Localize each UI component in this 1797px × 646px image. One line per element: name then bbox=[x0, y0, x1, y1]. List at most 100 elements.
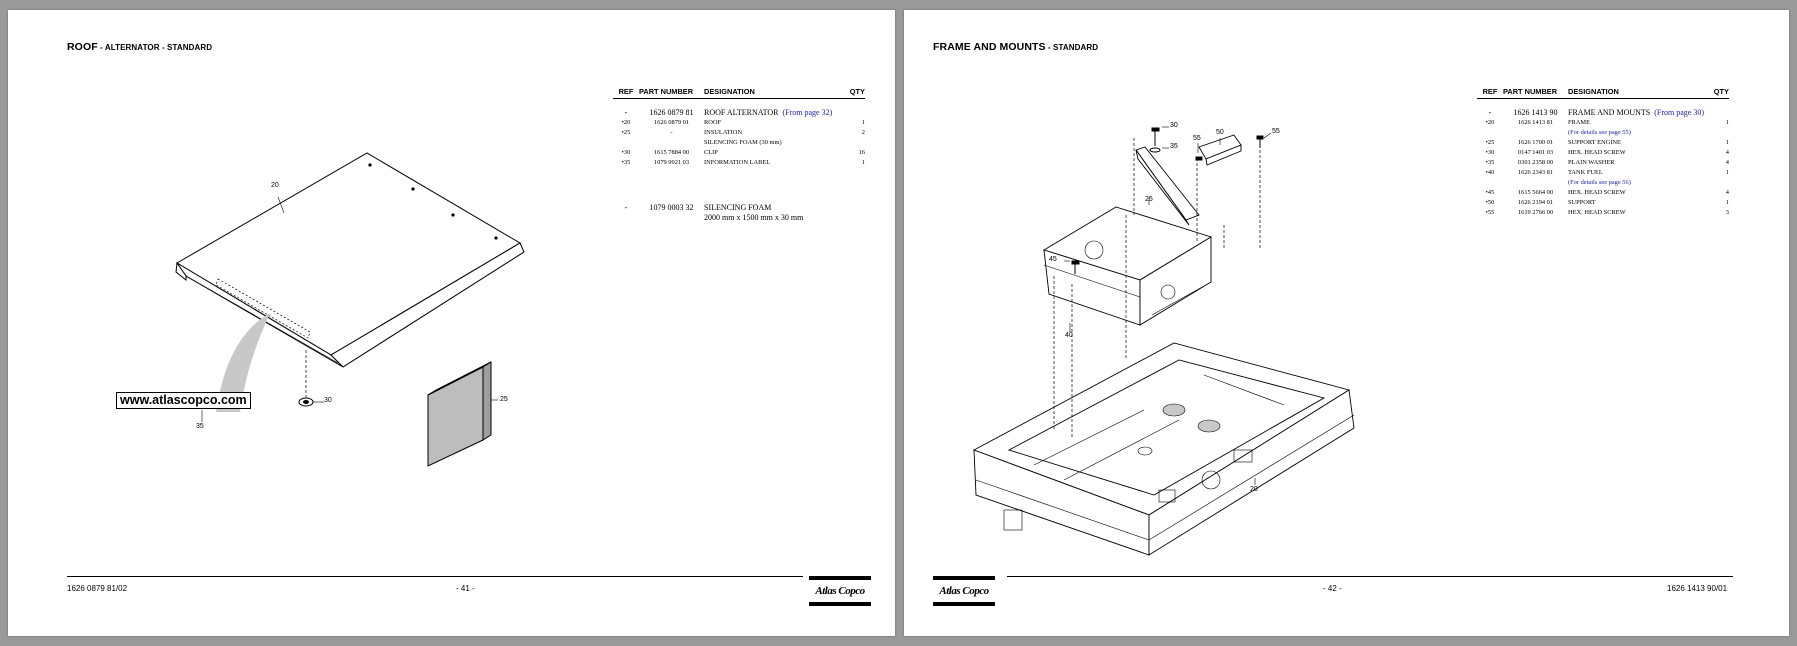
logo-text: Atlas Copco bbox=[815, 585, 865, 597]
header-ref: REF bbox=[1482, 87, 1498, 96]
callout-40: 40 bbox=[1065, 332, 1073, 339]
frame-exploded-diagram bbox=[904, 10, 1789, 636]
cell-designation: ROOF bbox=[704, 118, 843, 128]
callout-35: 35 bbox=[196, 423, 204, 430]
cell-ref: - bbox=[1477, 108, 1503, 118]
header-designation: DESIGNATION bbox=[704, 87, 755, 96]
page-title: FRAME AND MOUNTS - STANDARD bbox=[933, 41, 1098, 53]
cell-part-number: 1626 2343 81 bbox=[1503, 168, 1568, 178]
cell-designation-text: TANK FUEL bbox=[1568, 169, 1603, 176]
callout-35: 35 bbox=[1170, 143, 1178, 150]
cell-part-number: 1626 0879 81 bbox=[639, 108, 704, 118]
cell-designation-text: FRAME AND MOUNTS bbox=[1568, 108, 1651, 117]
cell-ref-text: •25 bbox=[621, 129, 631, 136]
cell-part-number-text: 1079 0003 32 bbox=[649, 203, 694, 212]
callout-55-a: 55 bbox=[1193, 135, 1201, 142]
header-part-number: PART NUMBER bbox=[639, 87, 694, 96]
cell-part-number-text: 1626 0879 81 bbox=[649, 108, 694, 117]
cell-designation-text: SILENCING FOAM bbox=[704, 203, 772, 212]
atlas-copco-logo: Atlas Copco bbox=[933, 576, 995, 607]
cell-qty-text: 1 bbox=[861, 119, 865, 126]
cell-ref: •55 bbox=[1477, 208, 1503, 218]
cell-ref-text: •40 bbox=[1485, 169, 1495, 176]
cell-qty: 4 bbox=[1707, 188, 1729, 198]
table-row: (For details see page 55) bbox=[1477, 128, 1729, 138]
page-reference-link[interactable]: (From page 30) bbox=[1654, 108, 1704, 117]
cell-designation: 2000 mm x 1500 mm x 30 mm bbox=[704, 213, 843, 223]
cell-qty: 2 bbox=[843, 128, 865, 138]
cell-ref: - bbox=[613, 108, 639, 118]
cell-ref: •45 bbox=[1477, 188, 1503, 198]
cell-ref bbox=[1477, 128, 1503, 138]
table-row: •25 - INSULATION 2 bbox=[613, 128, 865, 138]
cell-ref: •20 bbox=[1477, 118, 1503, 128]
callout-55-b: 55 bbox=[1272, 128, 1280, 135]
cell-part-number bbox=[1503, 178, 1568, 188]
cell-designation: SUPPORT ENGINE bbox=[1568, 138, 1707, 148]
cell-qty: 1 bbox=[1707, 168, 1729, 178]
cell-part-number-text: 0147 1401 03 bbox=[1517, 149, 1554, 156]
cell-part-number: 1626 0879 01 bbox=[639, 118, 704, 128]
cell-qty: 3 bbox=[1707, 208, 1729, 218]
cell-qty-text: 4 bbox=[1725, 189, 1729, 196]
cell-part-number: 1079 9921 03 bbox=[639, 158, 704, 168]
cell-part-number bbox=[639, 213, 704, 223]
catalog-page-42: FRAME AND MOUNTS - STANDARD bbox=[904, 10, 1789, 636]
cell-ref-text: - bbox=[624, 203, 628, 212]
cell-ref bbox=[613, 138, 639, 148]
cell-designation-text: FRAME bbox=[1568, 119, 1591, 126]
callout-20: 20 bbox=[271, 182, 279, 189]
callout-25: 25 bbox=[500, 396, 508, 403]
cell-part-number: 1615 5664 00 bbox=[1503, 188, 1568, 198]
cell-designation: (For details see page 56) bbox=[1568, 178, 1707, 188]
cell-ref: •40 bbox=[1477, 168, 1503, 178]
cell-designation: INSULATION bbox=[704, 128, 843, 138]
cell-ref: •25 bbox=[613, 128, 639, 138]
cell-part-number: 1079 0003 32 bbox=[639, 203, 704, 213]
cell-designation-text: PLAIN WASHER bbox=[1568, 159, 1615, 166]
cell-qty: 1 bbox=[843, 118, 865, 128]
page-reference-link[interactable]: (From page 32) bbox=[782, 108, 833, 117]
callout-30: 30 bbox=[324, 397, 332, 404]
cell-part-number-text: 1626 1413 90 bbox=[1513, 108, 1558, 117]
cell-ref-text: •30 bbox=[1485, 149, 1495, 156]
cell-designation-text: INSULATION bbox=[704, 129, 742, 136]
cell-ref-text: •50 bbox=[1485, 199, 1495, 206]
title-main: ROOF bbox=[67, 41, 98, 53]
cell-part-number-text: 1619 2766 00 bbox=[1517, 209, 1554, 216]
website-label: www.atlascopco.com bbox=[116, 392, 251, 409]
cell-ref: •20 bbox=[613, 118, 639, 128]
cell-ref-text: •20 bbox=[1485, 119, 1495, 126]
cell-part-number-text: 1626 2343 81 bbox=[1517, 169, 1554, 176]
cell-qty bbox=[843, 213, 865, 223]
cell-part-number: 1626 1413 81 bbox=[1503, 118, 1568, 128]
row-spacer bbox=[613, 168, 865, 203]
cell-ref-text: •25 bbox=[1485, 139, 1495, 146]
cell-designation-text: (For details see page 55) bbox=[1568, 129, 1631, 136]
table-row: (For details see page 56) bbox=[1477, 178, 1729, 188]
cell-part-number: 1626 1413 90 bbox=[1503, 108, 1568, 118]
cell-qty-text: 1 bbox=[1725, 169, 1729, 176]
cell-designation: FRAME AND MOUNTS(From page 30) bbox=[1568, 108, 1707, 118]
document-number: 1626 0879 81/02 bbox=[67, 584, 128, 593]
cell-ref-text: - bbox=[624, 108, 628, 117]
cell-designation: CLIP bbox=[704, 148, 843, 158]
parts-header: REF PART NUMBER DESIGNATION QTY bbox=[1477, 87, 1729, 99]
footer-rule bbox=[67, 576, 803, 577]
cell-ref: •35 bbox=[613, 158, 639, 168]
callout-25: 25 bbox=[1145, 196, 1153, 203]
cell-qty-text: 1 bbox=[1725, 139, 1729, 146]
cell-designation-text: CLIP bbox=[704, 149, 718, 156]
parts-list: REF PART NUMBER DESIGNATION QTY -1626 08… bbox=[613, 87, 865, 223]
cell-designation-text: HEX. HEAD SCREW bbox=[1568, 149, 1626, 156]
cell-part-number-text: - bbox=[670, 129, 673, 136]
cell-designation: HEX. HEAD SCREW bbox=[1568, 148, 1707, 158]
cell-part-number: 0301 2358 00 bbox=[1503, 158, 1568, 168]
